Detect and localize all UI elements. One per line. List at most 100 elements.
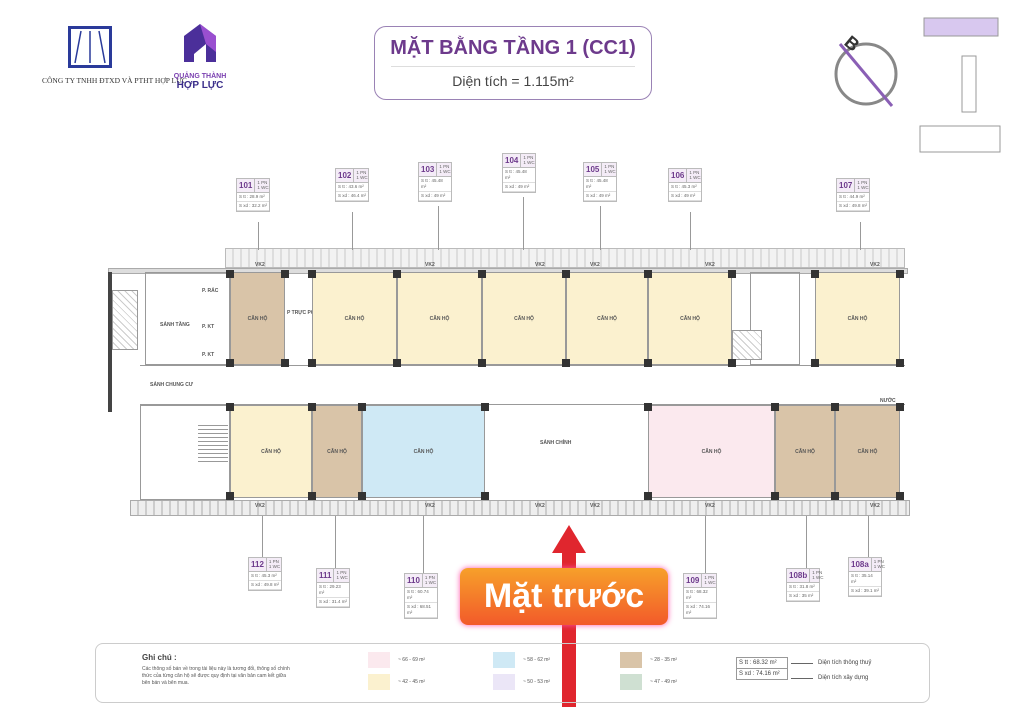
column <box>358 492 366 500</box>
apartment-label: CĂN HỘ <box>344 315 365 322</box>
unit-type: 1 PN 1 WC <box>336 570 348 580</box>
apartment-105[interactable]: CĂN HỘ <box>566 272 648 365</box>
south-planter <box>130 500 910 516</box>
legend-example: S tt : 68.32 m² S xd : 74.16 m² <box>736 657 788 680</box>
vk-label: VK2 <box>590 262 600 268</box>
callout-leader-line <box>705 516 706 573</box>
column <box>481 403 489 411</box>
apartment-label: CĂN HỘ <box>847 315 868 322</box>
column <box>896 270 904 278</box>
unit-built-area: S xd : 46.4 m² <box>336 192 368 201</box>
apartment-109[interactable]: CĂN HỘ <box>648 405 775 498</box>
unit-type: 1 PN 1 WC <box>689 170 701 180</box>
unit-number: 101 <box>237 179 256 192</box>
column <box>308 359 316 367</box>
vk-label: VK2 <box>535 503 545 509</box>
unit-number: 102 <box>336 169 355 182</box>
unit-number: 106 <box>669 169 688 182</box>
unit-number: 108a <box>849 558 872 571</box>
apartment-label: CĂN HỘ <box>597 315 617 322</box>
unit-built-area: S xd : 68.51 m² <box>405 603 437 618</box>
brand-line1: QUẢNG THÀNH <box>173 73 227 80</box>
apartment-106[interactable]: CĂN HỘ <box>648 272 732 365</box>
unit-number: 104 <box>503 154 522 167</box>
apartment-108a[interactable]: CĂN HỘ <box>835 405 900 498</box>
legend-swatch <box>493 652 515 668</box>
column <box>644 492 652 500</box>
apartment-label: CĂN HỘ <box>857 448 878 455</box>
apartment-108b[interactable]: CĂN HỘ <box>775 405 835 498</box>
column <box>644 403 652 411</box>
unit-built-area: S xd : 35 m² <box>787 592 819 601</box>
unit-net-area: S tt : 45.3 m² <box>249 572 281 581</box>
sxd-description: Diện tích xây dựng <box>818 675 869 681</box>
total-area: Diện tích = 1.115m² <box>452 73 574 89</box>
compass-icon: B <box>834 32 898 107</box>
column <box>308 492 316 500</box>
unit-number: 111 <box>317 569 335 582</box>
apartment-label: CĂN HỘ <box>680 315 700 322</box>
legend-swatch-label: ~ 50 - 53 m² <box>523 679 551 685</box>
apartment-110[interactable]: CĂN HỘ <box>362 405 485 498</box>
column <box>308 270 316 278</box>
column <box>478 359 486 367</box>
unit-type: 1 PN 1 WC <box>604 164 616 174</box>
unit-net-area: S tt : 31.8 m² <box>787 583 819 592</box>
vk-label: VK2 <box>425 262 435 268</box>
unit-type: 1 PN 1 WC <box>356 170 368 180</box>
example-sxd: S xd : 74.16 m² <box>739 671 780 677</box>
unit-net-area: S tt : 45.48 m² <box>584 177 616 192</box>
legend: Ghi chú : Các thông số bán về trong tài … <box>95 643 930 703</box>
unit-net-area: S tt : 29.23 m² <box>317 583 349 598</box>
column <box>831 403 839 411</box>
apartment-111[interactable]: CĂN HỘ <box>312 405 362 498</box>
apartment-104[interactable]: CĂN HỘ <box>482 272 566 365</box>
legend-swatch <box>368 652 390 668</box>
unit-built-area: S xd : 49.8 m² <box>249 581 281 590</box>
tech-room-label: P. KT <box>202 324 215 330</box>
legend-swatch-label: ~ 28 - 35 m² <box>650 657 678 663</box>
unit-type: 1 PN 1 WC <box>424 575 437 585</box>
column <box>393 359 401 367</box>
unit-type: 1 PN 1 WC <box>439 164 451 174</box>
callout-leader-line <box>868 516 869 557</box>
apartment-107[interactable]: CĂN HỘ <box>815 272 900 365</box>
apartment-label: CĂN HỘ <box>247 315 268 322</box>
legend-swatch-label: ~ 42 - 45 m² <box>398 679 426 685</box>
column <box>281 270 289 278</box>
column <box>562 359 570 367</box>
apartment-112[interactable]: CĂN HỘ <box>230 405 312 498</box>
west-wall <box>108 272 112 412</box>
unit-net-area: S tt : 43.6 m² <box>336 183 368 192</box>
key-plan <box>919 17 1001 153</box>
apartment-label: CĂN HỘ <box>413 448 434 455</box>
apartment-101[interactable]: CĂN HỘ <box>230 272 285 365</box>
example-stt: S tt : 68.32 m² <box>737 658 787 669</box>
front-label: Mặt trước <box>460 568 668 625</box>
tech-room-label: P. KT <box>202 352 215 358</box>
unit-type: 1 PN 1 WC <box>704 575 716 585</box>
vk-label: VK2 <box>870 262 880 268</box>
floor-lobby-label: SẢNH TẦNG <box>160 322 190 328</box>
unit-number: 109 <box>684 574 703 587</box>
vk-label: VK2 <box>425 503 435 509</box>
legend-swatch-label: ~ 66 - 69 m² <box>398 657 426 663</box>
column <box>562 270 570 278</box>
unit-built-area: S xd : 49 m² <box>669 192 701 201</box>
legend-swatch <box>493 674 515 690</box>
unit-number: 107 <box>837 179 856 192</box>
apartment-102[interactable]: CĂN HỘ <box>312 272 397 365</box>
column <box>393 270 401 278</box>
apartment-103[interactable]: CĂN HỘ <box>397 272 482 365</box>
callout-leader-line <box>806 516 807 568</box>
residential-lobby-label: SẢNH CHUNG CƯ <box>150 382 194 388</box>
callout-leader-line <box>335 516 336 568</box>
apartment-label: CĂN HỘ <box>429 315 450 322</box>
